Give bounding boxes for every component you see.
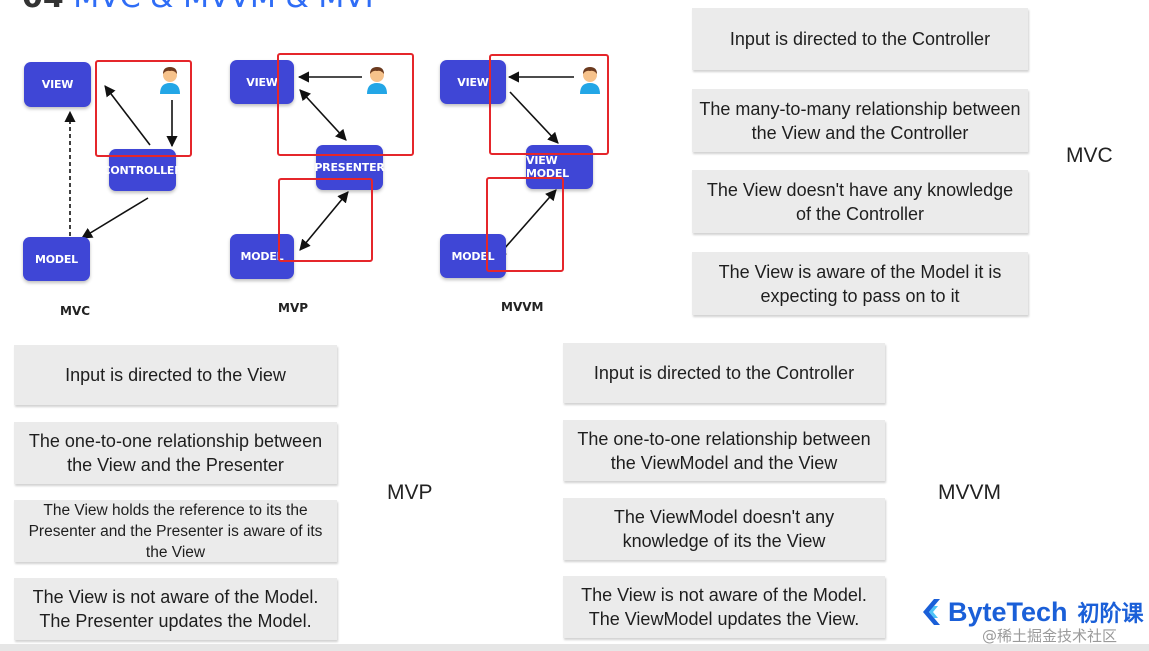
mvvm-diagram-label: MVVM xyxy=(501,300,544,314)
mvc-diagram-label: MVC xyxy=(60,304,91,318)
architecture-diagrams: VIEW CONTROLLER MODEL MVC VIEW PRESENTER… xyxy=(0,0,640,330)
mvc-arrow-controller-to-view xyxy=(104,85,151,146)
slide-title: 04 MVC & MVVM & MVP xyxy=(22,0,383,10)
mvc-view-box: VIEW xyxy=(24,62,91,107)
mvp-model-box: MODEL xyxy=(230,234,294,279)
mvvm-highlight-box-bottom xyxy=(486,177,564,272)
mvvm-group-label: MVVM xyxy=(938,481,1001,504)
mvvm-arrow-view-viewmodel xyxy=(509,91,559,144)
bottom-bar xyxy=(0,644,1149,651)
mvvm-arrow-viewmodel-model xyxy=(495,189,557,259)
mvc-card-4: The View is aware of the Model it is exp… xyxy=(692,252,1028,315)
mvc-card-1: Input is directed to the Controller xyxy=(692,8,1028,70)
mvc-user-icon xyxy=(160,67,180,94)
mvp-arrow-view-presenter xyxy=(299,89,347,141)
mvp-card-2: The one-to-one relationship between the … xyxy=(14,422,337,484)
mvvm-card-3: The ViewModel doesn't any knowledge of i… xyxy=(563,498,885,560)
mvvm-viewmodel-box: VIEW MODEL xyxy=(526,145,593,189)
mvvm-card-1: Input is directed to the Controller xyxy=(563,343,885,403)
mvp-card-1: Input is directed to the View xyxy=(14,345,337,405)
title-number: 04 xyxy=(22,0,64,10)
mvc-card-2: The many-to-many relationship between th… xyxy=(692,89,1028,152)
mvp-user-icon xyxy=(367,67,387,94)
mvp-card-3: The View holds the reference to its the … xyxy=(14,500,337,562)
mvc-card-3: The View doesn't have any knowledge of t… xyxy=(692,170,1028,233)
bytetech-logo: ByteTech 初阶课 xyxy=(920,596,1144,628)
mvvm-card-4: The View is not aware of the Model. The … xyxy=(563,576,885,638)
mvp-view-box: VIEW xyxy=(230,60,294,104)
mvp-arrow-presenter-model xyxy=(299,191,349,251)
mvc-arrow-controller-to-model xyxy=(81,197,149,239)
diagram-arrows xyxy=(64,71,574,259)
mvp-group-label: MVP xyxy=(387,481,433,504)
mvvm-highlight-box-top xyxy=(489,54,609,155)
mvc-model-box: MODEL xyxy=(23,237,90,281)
mvp-highlight-box-bottom xyxy=(278,178,373,262)
brand-sub: 初阶课 xyxy=(1077,601,1144,626)
mvp-card-4: The View is not aware of the Model. The … xyxy=(14,578,337,640)
mvc-group-label: MVC xyxy=(1066,144,1113,167)
mvc-highlight-box xyxy=(95,60,192,157)
brand-name: ByteTech xyxy=(948,596,1068,627)
mvvm-user-icon xyxy=(580,67,600,94)
mvp-highlight-box-top xyxy=(277,53,414,156)
mvp-diagram-label: MVP xyxy=(278,301,309,315)
bytetech-logo-icon xyxy=(923,599,940,625)
mvvm-card-2: The one-to-one relationship between the … xyxy=(563,420,885,481)
title-text: MVC & MVVM & MVP xyxy=(73,0,383,10)
mvvm-view-box: VIEW xyxy=(440,60,506,104)
footer-credit: @稀土掘金技术社区 xyxy=(982,627,1118,645)
